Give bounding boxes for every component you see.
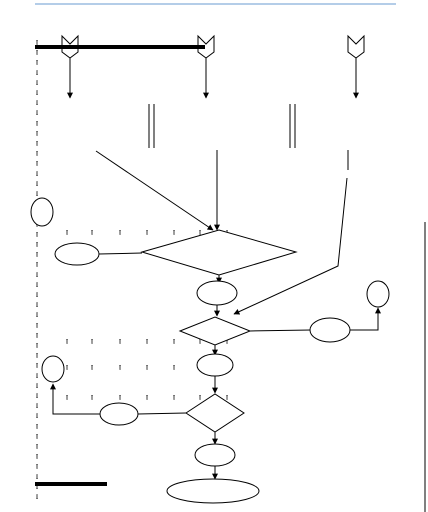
decision-2 bbox=[178, 316, 252, 346]
row-glyph: ▯ bbox=[118, 337, 122, 345]
connector-right-long bbox=[233, 177, 348, 315]
row-glyph: ▯ bbox=[198, 228, 202, 236]
margin-glyph: ▯ bbox=[35, 442, 39, 450]
left-oval bbox=[54, 242, 100, 266]
margin-glyph: ▯ bbox=[35, 472, 39, 480]
margin-glyph: ▯ bbox=[35, 301, 39, 309]
connector-loweroval-circle2 bbox=[50, 383, 100, 415]
margin-glyph: ▯ bbox=[35, 58, 39, 66]
row-glyph: ▯ bbox=[145, 363, 149, 371]
margin-glyph: ▯ bbox=[35, 270, 39, 278]
margin-glyph: ▯ bbox=[35, 38, 39, 46]
decision-1 bbox=[140, 229, 298, 276]
row-glyph: ▯ bbox=[172, 363, 176, 371]
margin-glyph: ▯ bbox=[35, 260, 39, 268]
row-glyph: ▯ bbox=[225, 393, 229, 401]
connector-decision3-loweroval bbox=[137, 412, 187, 415]
margin-glyph: ▯ bbox=[35, 291, 39, 299]
margin-glyph: ▯ bbox=[35, 392, 39, 400]
chevron-right-icon bbox=[347, 34, 365, 59]
margin-glyph: ▯ bbox=[35, 351, 39, 359]
row-glyph: ▯ bbox=[172, 228, 176, 236]
margin-glyph-column: ▯ ▯ ▯ ▯ ▯ ▯ ▯ ▯ ▯ ▯ ▯ ▯ ▯ ▯ ▯ ▯ ▯ ▯ ▯ ▯ ▯ ▯ ▯ ▯ ▯ ▯ ▯ ▯ ▯ ▯ ▯ ▯ ▯ ▯ ▯ ▯ ▯ ▯ ▯ ▯… bbox=[35, 38, 39, 501]
margin-glyph: ▯ bbox=[35, 371, 39, 379]
row-glyph: ▯ bbox=[145, 337, 149, 345]
margin-glyph: ▯ bbox=[35, 280, 39, 288]
margin-glyph: ▯ bbox=[35, 412, 39, 420]
margin-glyph: ▯ bbox=[35, 381, 39, 389]
row-glyph: ▯ bbox=[118, 363, 122, 371]
margin-glyph: ▯ bbox=[35, 432, 39, 440]
margin-glyph: ▯ bbox=[35, 402, 39, 410]
margin-glyph: ▯ bbox=[35, 78, 39, 86]
row-glyph: ▯ bbox=[225, 337, 229, 345]
margin-glyph: ▯ bbox=[35, 240, 39, 248]
row-glyph: ▯ bbox=[90, 228, 94, 236]
margin-glyph: ▯ bbox=[35, 99, 39, 107]
margin-glyph: ▯ bbox=[35, 68, 39, 76]
margin-glyph: ▯ bbox=[35, 179, 39, 187]
margin-glyph: ▯ bbox=[35, 230, 39, 238]
connector-oval-decision1 bbox=[98, 252, 143, 255]
row-glyph: ▯ bbox=[198, 393, 202, 401]
terminal-oval bbox=[166, 478, 260, 504]
margin-glyph: ▯ bbox=[35, 311, 39, 319]
hatched-bar-bottom bbox=[35, 482, 107, 486]
chevron-left-icon bbox=[61, 34, 79, 59]
connector-diagonal-left bbox=[95, 150, 214, 231]
margin-glyph: ▯ bbox=[35, 159, 39, 167]
margin-glyph: ▯ bbox=[35, 129, 39, 137]
row-glyph: ▯ bbox=[118, 228, 122, 236]
row-glyph: ▯ bbox=[65, 363, 69, 371]
left-circle bbox=[30, 197, 54, 227]
connector-rightoval-circle bbox=[350, 307, 381, 331]
row-glyph: ▯ bbox=[65, 228, 69, 236]
margin-glyph: ▯ bbox=[35, 109, 39, 117]
row-glyph: ▯ bbox=[65, 393, 69, 401]
decision-3 bbox=[185, 393, 245, 433]
margin-glyph: ▯ bbox=[35, 190, 39, 198]
margin-glyph: ▯ bbox=[35, 462, 39, 470]
margin-glyph: ▯ bbox=[35, 149, 39, 157]
margin-glyph: ▯ bbox=[35, 139, 39, 147]
margin-glyph: ▯ bbox=[35, 48, 39, 56]
margin-glyph: ▯ bbox=[35, 361, 39, 369]
row-glyph: ▯ bbox=[145, 393, 149, 401]
margin-glyph: ▯ bbox=[35, 321, 39, 329]
margin-glyph: ▯ bbox=[35, 331, 39, 339]
margin-glyph: ▯ bbox=[35, 482, 39, 490]
row-glyph: ▯ bbox=[65, 337, 69, 345]
margin-glyph: ▯ bbox=[35, 250, 39, 258]
hatched-bar-top bbox=[35, 45, 205, 49]
margin-glyph: ▯ bbox=[35, 89, 39, 97]
process-3 bbox=[194, 443, 236, 467]
right-oval bbox=[309, 317, 351, 343]
margin-glyph: ▯ bbox=[35, 422, 39, 430]
right-circle bbox=[366, 280, 390, 308]
process-2 bbox=[196, 353, 234, 377]
row-glyph: ▯ bbox=[198, 337, 202, 345]
row-glyph: ▯ bbox=[118, 393, 122, 401]
margin-glyph: ▯ bbox=[35, 452, 39, 460]
row-glyph: ▯ bbox=[90, 393, 94, 401]
margin-glyph: ▯ bbox=[35, 119, 39, 127]
margin-glyph: ▯ bbox=[35, 341, 39, 349]
process-1 bbox=[196, 280, 238, 306]
margin-glyph: ▯ bbox=[35, 493, 39, 501]
row-glyph: ▯ bbox=[145, 228, 149, 236]
row-glyph: ▯ bbox=[172, 393, 176, 401]
margin-glyph: ▯ bbox=[35, 169, 39, 177]
row-glyph: ▯ bbox=[90, 363, 94, 371]
row-glyph: ▯ bbox=[90, 337, 94, 345]
connector-decision2-rightoval bbox=[249, 329, 312, 332]
chevron-middle-icon bbox=[197, 34, 215, 59]
lower-left-oval bbox=[99, 402, 139, 426]
left-circle-2 bbox=[41, 355, 65, 383]
row-glyph: ▯ bbox=[172, 337, 176, 345]
